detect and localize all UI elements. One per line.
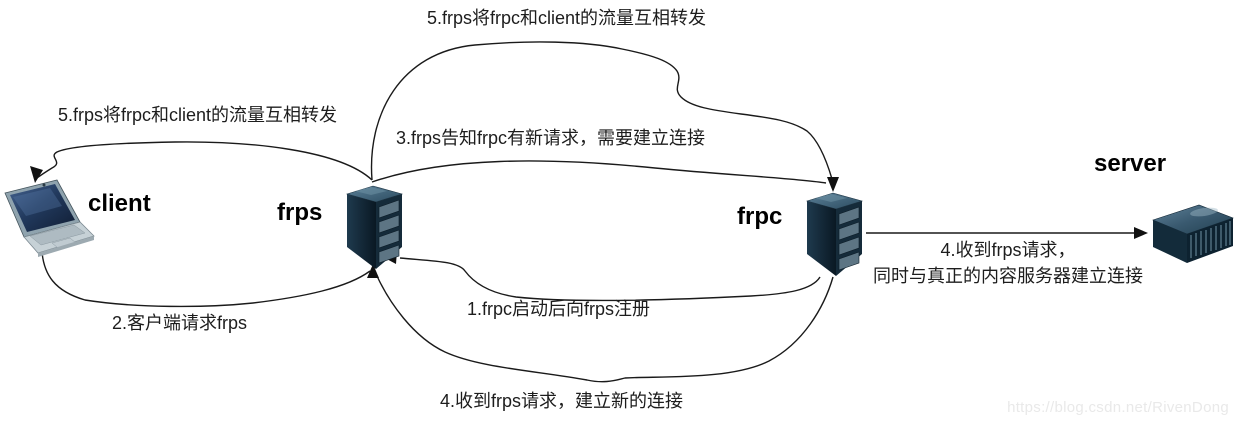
flow-label-register: 1.frpc启动后向frps注册	[467, 299, 651, 319]
flow-label-top-forward: 5.frps将frpc和client的流量互相转发	[427, 8, 707, 28]
flow-label-server-connect-line1: 4.收到frps请求，	[940, 240, 1076, 260]
arrow-frpc-to-frps-register	[399, 257, 821, 302]
node-label-server: server	[1094, 150, 1167, 177]
flow-label-server-connect-line2: 同时与真正的内容服务器建立连接	[873, 266, 1143, 286]
arrowhead-at-server	[1134, 227, 1148, 239]
rack-server-icon	[1152, 204, 1234, 263]
arrow-client-to-frps	[41, 251, 371, 308]
arrow-frps-to-client	[36, 141, 373, 181]
frpc-server-tower-icon	[805, 192, 864, 276]
node-label-client: client	[88, 190, 151, 217]
connection-curves	[36, 41, 1138, 383]
flow-label-client-request: 2.客户端请求frps	[112, 313, 248, 333]
flow-label-left-forward: 5.frps将frpc和client的流量互相转发	[58, 105, 338, 125]
laptop-icon	[4, 179, 95, 257]
arrowhead-at-client	[30, 166, 43, 183]
arrowhead-at-frps-bottom	[367, 264, 379, 278]
arrow-frps-to-frpc-top	[370, 41, 833, 181]
flow-label-new-connection: 4.收到frps请求，建立新的连接	[440, 391, 684, 411]
node-label-frpc: frpc	[737, 203, 783, 230]
node-label-frps: frps	[277, 199, 323, 226]
arrowhead-at-frpc-top	[827, 177, 839, 192]
arrow-frpc-to-frps-bottom	[376, 275, 834, 383]
frps-server-tower-icon	[345, 185, 404, 269]
flow-label-notify: 3.frps告知frpc有新请求，需要建立连接	[396, 128, 706, 148]
flow-label-server-connect: 4.收到frps请求， 同时与真正的内容服务器建立连接	[852, 237, 1164, 289]
watermark-url: https://blog.csdn.net/RivenDong	[1007, 399, 1229, 416]
arrow-frps-to-frpc-flat	[371, 160, 827, 184]
